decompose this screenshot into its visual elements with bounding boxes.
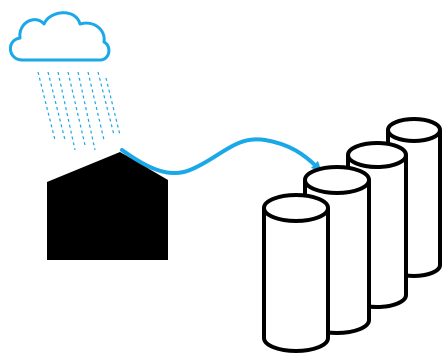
- rain-lines-icon: [38, 72, 120, 150]
- water-storage-tanks-icon: [264, 119, 440, 351]
- tank-1: [264, 195, 328, 351]
- flow-arrow: [122, 139, 318, 173]
- rain-cloud-icon: [10, 13, 108, 60]
